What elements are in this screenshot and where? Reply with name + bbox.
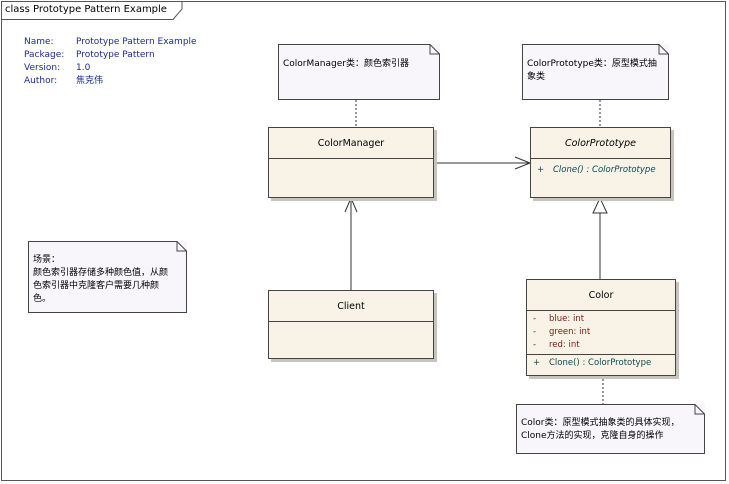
operation-row: +Clone() : ColorPrototype [533, 358, 652, 368]
diagram-metadata: Name:Prototype Pattern Example Package:P… [24, 36, 197, 88]
class-name: ColorPrototype [531, 128, 670, 159]
class-client[interactable]: Client [268, 290, 434, 359]
attribute-row: -blue: int [533, 314, 585, 324]
class-name: Color [527, 280, 675, 311]
operation-row: +Clone() : ColorPrototype [537, 165, 656, 175]
attribute-row: -green: int [533, 327, 591, 337]
note-text: ColorPrototype类：原型模式抽 象类 [527, 59, 657, 82]
note-scene[interactable]: 场景： 颜色索引器存储多种颜色值，从颜 色索引器中克隆客户需要几种颜 色。 [28, 241, 187, 313]
attributes-section: -blue: int -green: int -red: int [527, 311, 675, 355]
note-text: 场景： 颜色索引器存储多种颜色值，从颜 色索引器中克隆客户需要几种颜 色。 [33, 255, 169, 304]
generalization-arrowhead [592, 196, 608, 214]
meta-row-version: Version:1.0 [24, 63, 91, 73]
note-color[interactable]: Color类：原型模式抽象类的具体实现， Clone方法的实现，克隆自身的操作 [516, 404, 705, 454]
frame-title: class Prototype Pattern Example [5, 4, 167, 15]
note-color-manager[interactable]: ColorManager类：颜色索引器 [278, 44, 440, 100]
class-color-manager[interactable]: ColorManager [268, 127, 434, 198]
class-name: ColorManager [269, 128, 433, 159]
operations-section: +Clone() : ColorPrototype [531, 159, 670, 180]
class-color[interactable]: Color -blue: int -green: int -red: int +… [526, 279, 676, 376]
operations-section: +Clone() : ColorPrototype [527, 355, 675, 373]
class-color-prototype[interactable]: ColorPrototype +Clone() : ColorPrototype [530, 127, 671, 198]
note-text: Color类：原型模式抽象类的具体实现， Clone方法的实现，克隆自身的操作 [521, 418, 680, 441]
attribute-row: -red: int [533, 340, 580, 350]
meta-row-author: Author:焦克伟 [24, 76, 104, 86]
note-text: ColorManager类：颜色索引器 [283, 59, 409, 69]
meta-row-name: Name:Prototype Pattern Example [24, 37, 197, 47]
class-name: Client [269, 291, 433, 322]
dependency-arrowhead [344, 196, 358, 213]
note-color-prototype[interactable]: ColorPrototype类：原型模式抽 象类 [522, 44, 669, 100]
meta-row-package: Package:Prototype Pattern [24, 50, 155, 60]
